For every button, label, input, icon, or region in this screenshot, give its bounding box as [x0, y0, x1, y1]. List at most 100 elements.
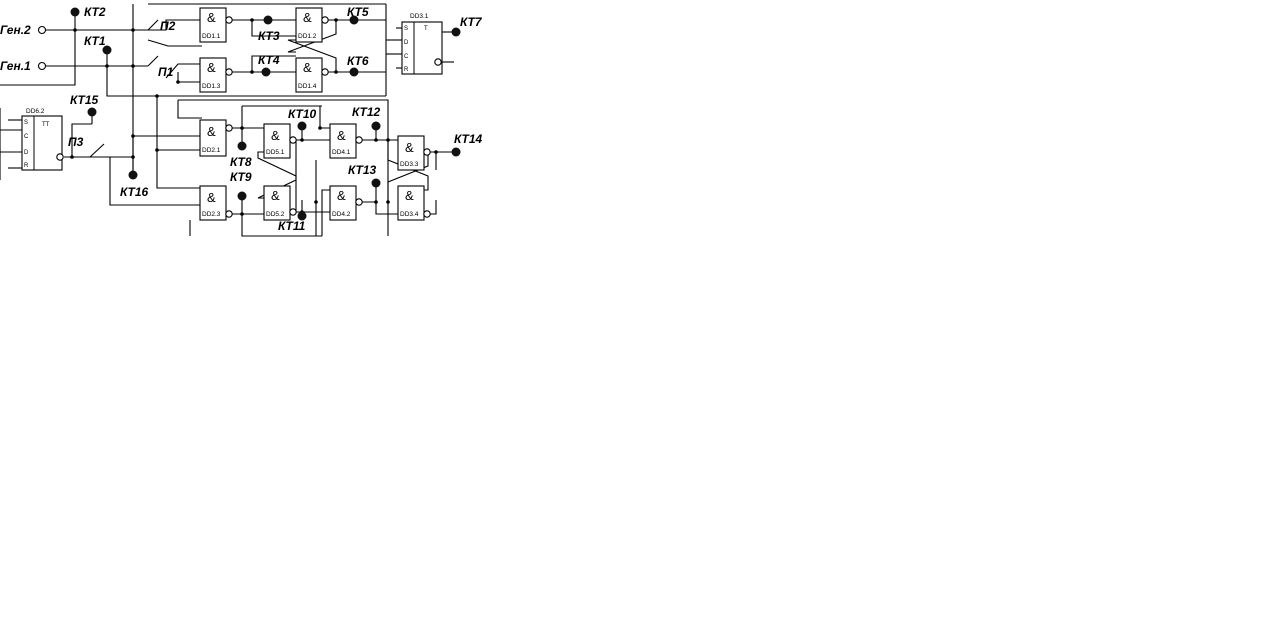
- test-point-kt8: КТ8: [230, 141, 252, 169]
- gate-label: DD1.3: [202, 83, 221, 90]
- inverter-bubble-icon: [225, 16, 233, 24]
- test-point-icon: [263, 15, 273, 25]
- test-point-kt11: КТ11: [278, 211, 307, 233]
- gate-symbol: &: [303, 10, 312, 25]
- test-point-label: КТ11: [278, 219, 306, 233]
- test-point-label: КТ14: [454, 132, 483, 146]
- gate-label: DD1.2: [298, 33, 317, 40]
- inverter-bubble-icon: [225, 124, 233, 132]
- pin-label: R: [404, 67, 409, 73]
- gate-label: DD3.4: [400, 211, 419, 218]
- pin-label: D: [24, 150, 29, 156]
- inverter-bubble-icon: [56, 153, 64, 161]
- gate-symbol: &: [337, 128, 346, 143]
- test-point-kt3: КТ3: [258, 15, 280, 43]
- input-gen1: Ген.1: [0, 59, 47, 73]
- gate-label: DD1.1: [202, 33, 221, 40]
- test-point-icon: [87, 107, 97, 117]
- gate-label: DD5.1: [266, 149, 285, 156]
- gate-symbol: &: [405, 188, 414, 203]
- gate-label: DD4.1: [332, 149, 351, 156]
- test-point-kt15: КТ15: [70, 93, 99, 117]
- test-point-icon: [297, 121, 307, 131]
- gate-dd1-3: & DD1.3: [199, 57, 233, 93]
- gate-label: DD2.1: [202, 147, 221, 154]
- gate-dd3-3: & DD3.3: [397, 135, 431, 171]
- trigger-label: DD6.2: [26, 108, 45, 115]
- terminal-icon: [37, 61, 47, 71]
- test-point-icon: [237, 191, 247, 201]
- test-point-label: КТ3: [258, 29, 280, 43]
- test-point-label: КТ9: [230, 170, 252, 184]
- test-point-kt10: КТ10: [288, 107, 317, 131]
- gate-symbol: &: [271, 128, 280, 143]
- gate-dd2-3: & DD2.3: [199, 185, 233, 221]
- test-point-kt7: КТ7: [451, 15, 483, 37]
- test-point-icon: [70, 7, 80, 17]
- gate-symbol: &: [303, 60, 312, 75]
- gate-symbol: &: [337, 188, 346, 203]
- test-point-kt16: КТ16: [120, 170, 149, 199]
- test-point-icon: [237, 141, 247, 151]
- test-point-icon: [371, 178, 381, 188]
- input-gen2: Ген.2: [0, 23, 47, 37]
- gate-dd1-4: & DD1.4: [295, 57, 329, 93]
- test-point-label: КТ15: [70, 93, 99, 107]
- gate-symbol: &: [207, 190, 216, 205]
- pin-label: S: [404, 26, 408, 32]
- gate-label: DD5.2: [266, 211, 285, 218]
- inverter-bubble-icon: [423, 210, 431, 218]
- gate-label: DD2.3: [202, 211, 221, 218]
- inverter-bubble-icon: [355, 136, 363, 144]
- trigger-type-mark: TT: [42, 122, 50, 128]
- inverter-bubble-icon: [321, 16, 329, 24]
- gate-label: DD4.2: [332, 211, 351, 218]
- test-point-icon: [128, 170, 138, 180]
- inverter-bubble-icon: [225, 68, 233, 76]
- test-point-icon: [102, 45, 112, 55]
- gate-dd1-2: & DD1.2: [295, 7, 329, 43]
- test-point-kt1: КТ1: [84, 34, 112, 55]
- test-point-label: КТ2: [84, 5, 106, 19]
- test-point-icon: [451, 147, 461, 157]
- gate-symbol: &: [271, 188, 280, 203]
- gate-dd4-2: & DD4.2: [329, 185, 363, 221]
- trigger-dd3-1: DD3.1 S D C R T: [401, 13, 443, 75]
- test-point-label: КТ6: [347, 54, 369, 68]
- test-point-kt13: КТ13: [348, 163, 381, 188]
- test-point-label: КТ10: [288, 107, 317, 121]
- test-point-kt5: КТ5: [347, 5, 369, 25]
- gate-dd4-1: & DD4.1: [329, 123, 363, 159]
- gate-dd1-1: & DD1.1: [199, 7, 233, 43]
- input-gen2-label: Ген.2: [0, 23, 31, 37]
- terminal-icon: [37, 25, 47, 35]
- inverter-bubble-icon: [423, 148, 431, 156]
- test-point-icon: [349, 67, 359, 77]
- pin-label: D: [404, 40, 409, 46]
- test-point-label: КТ8: [230, 155, 252, 169]
- wires: [0, 3, 456, 237]
- gate-dd5-1: & DD5.1: [263, 123, 297, 159]
- gate-symbol: &: [405, 140, 414, 155]
- test-point-icon: [297, 211, 307, 221]
- test-point-icon: [349, 15, 359, 25]
- gate-dd3-4: & DD3.4: [397, 185, 431, 221]
- test-point-label: КТ1: [84, 34, 106, 48]
- gate-symbol: &: [207, 124, 216, 139]
- test-point-icon: [451, 27, 461, 37]
- test-point-label: КТ7: [460, 15, 483, 29]
- test-point-kt2: КТ2: [70, 5, 106, 19]
- pin-label: R: [24, 163, 29, 169]
- test-point-label: КТ5: [347, 5, 369, 19]
- test-point-kt12: КТ12: [352, 105, 381, 131]
- test-point-label: КТ16: [120, 185, 149, 199]
- test-point-label: КТ12: [352, 105, 381, 119]
- switch-p3-label: П3: [68, 135, 84, 149]
- test-point-kt6: КТ6: [347, 54, 369, 77]
- input-gen1-label: Ген.1: [0, 59, 31, 73]
- pin-label: S: [24, 120, 28, 126]
- test-point-icon: [261, 67, 271, 77]
- switch-p1-label: П1: [158, 65, 174, 79]
- inverter-bubble-icon: [289, 208, 297, 216]
- gate-symbol: &: [207, 60, 216, 75]
